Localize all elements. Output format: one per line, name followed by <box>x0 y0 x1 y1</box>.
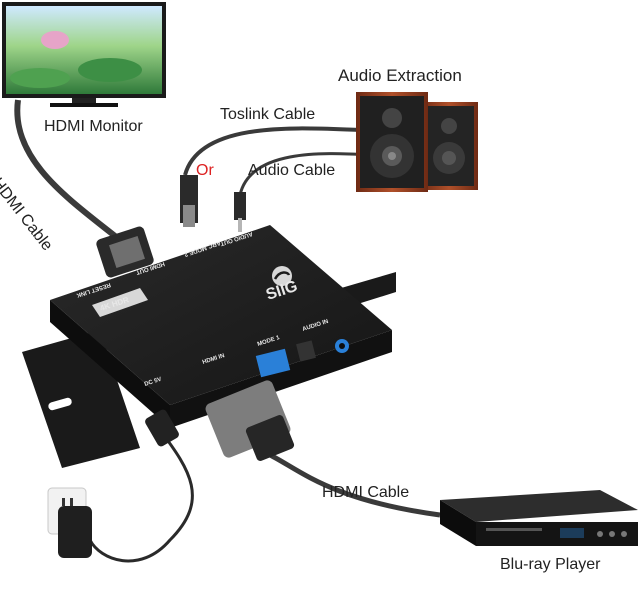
hdmi-plug-bottom <box>205 380 295 461</box>
toslink-plug <box>180 175 198 227</box>
power-plug <box>145 409 179 447</box>
label-bluray-player: Blu-ray Player <box>500 556 601 573</box>
label-audio-extraction: Audio Extraction <box>338 66 462 85</box>
label-hdmi-cable-bottom: HDMI Cable <box>322 484 410 501</box>
speakers <box>356 92 478 192</box>
label-audio-cable: Audio Cable <box>248 162 336 179</box>
hdmi-monitor <box>2 2 166 107</box>
label-or: Or <box>196 162 214 179</box>
port-label-dc-5v: DC 5V <box>144 377 163 388</box>
bluray-player-unit <box>440 490 638 546</box>
audio-cable <box>238 152 371 196</box>
hdmi-plug-top <box>96 226 154 278</box>
siig-extractor-device <box>50 225 392 428</box>
hdmi-cable-bluray <box>268 452 441 518</box>
hdmi-cable-monitor <box>14 99 122 243</box>
label-hdmi-monitor: HDMI Monitor <box>44 118 143 135</box>
port-label-arc: ARC <box>206 239 221 249</box>
label-toslink-cable: Toslink Cable <box>220 106 316 123</box>
power-cable <box>88 429 194 563</box>
toslink-cable <box>183 126 361 176</box>
audio-plug <box>234 192 246 232</box>
wall-outlet <box>47 487 92 558</box>
